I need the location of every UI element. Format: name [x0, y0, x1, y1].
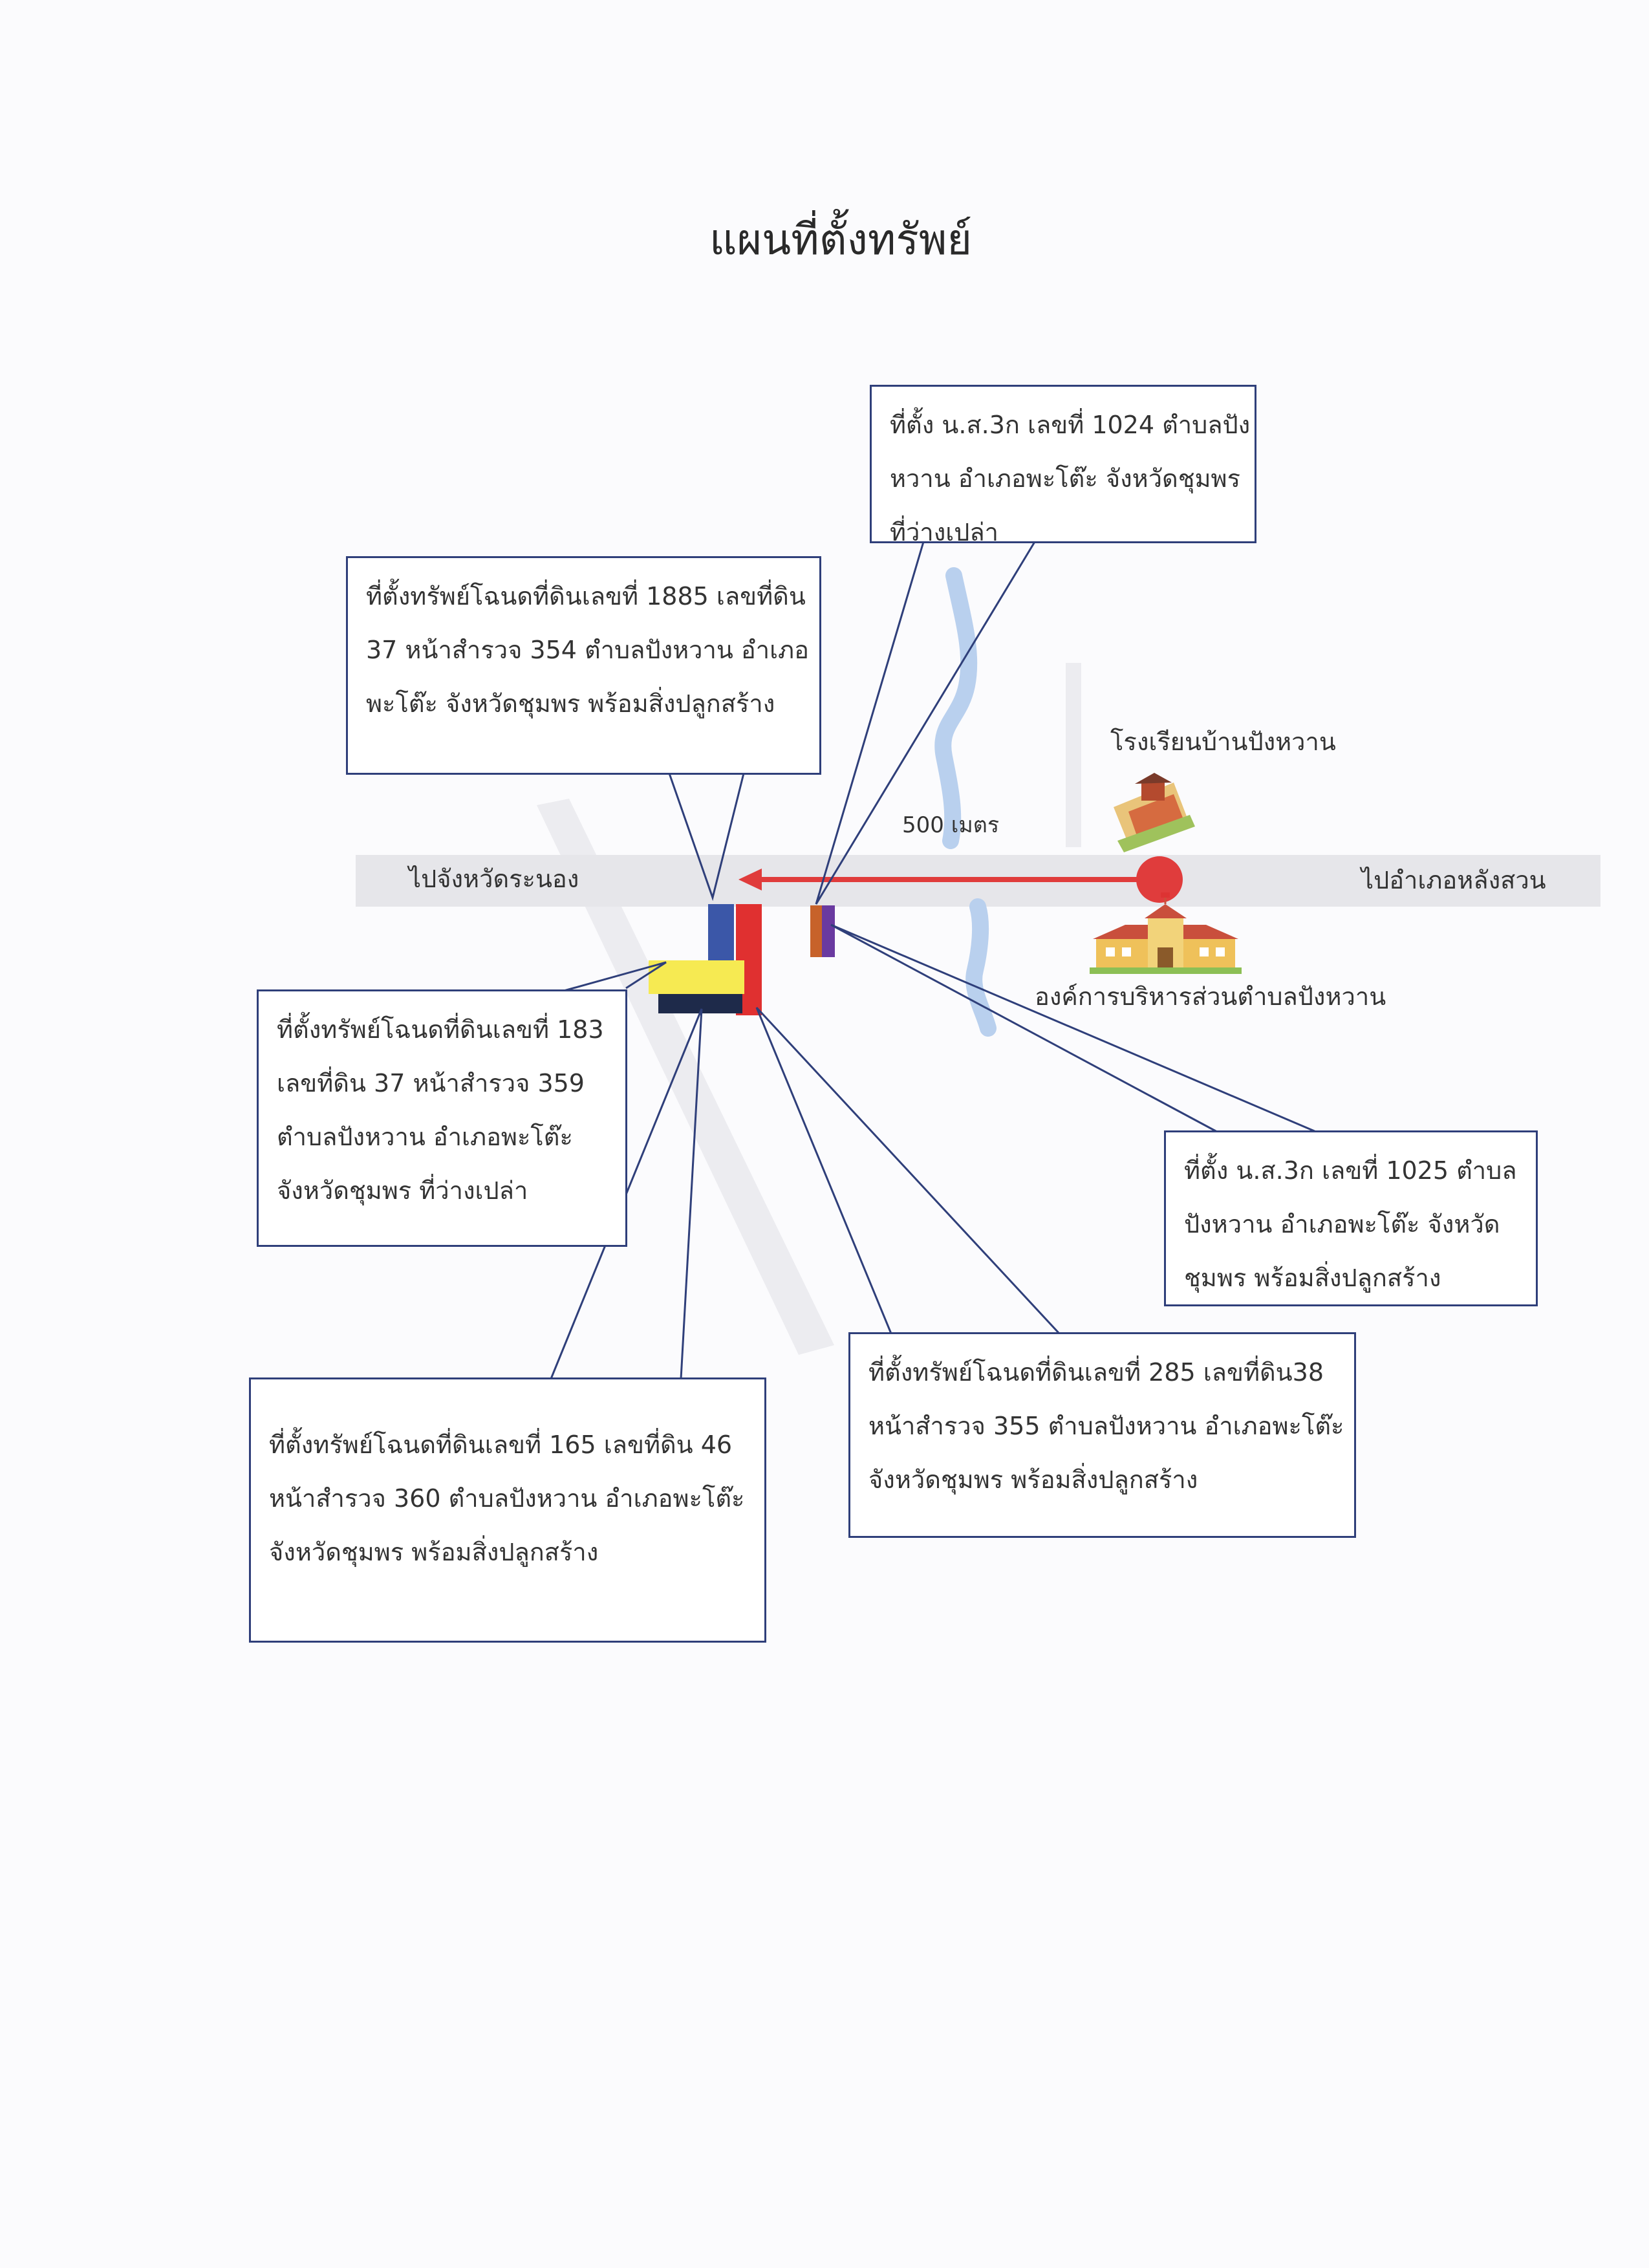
- river: [934, 567, 997, 1037]
- callout-line: พะโต๊ะ จังหวัดชุมพร พร้อมสิ่งปลูกสร้าง: [366, 689, 775, 718]
- callout-deed-165: ที่ตั้งทรัพย์โฉนดที่ดินเลขที่ 165 เลขที่…: [249, 1377, 766, 1643]
- parcel-deed-1885: [708, 904, 734, 961]
- callout-line: ที่ตั้งทรัพย์โฉนดที่ดินเลขที่ 183: [277, 1015, 604, 1044]
- callout-line: เลขที่ดิน 37 หน้าสำรวจ 359: [277, 1069, 585, 1097]
- callout-ns3k-1024: ที่ตั้ง น.ส.3ก เลขที่ 1024 ตำบลปัง หวาน …: [870, 385, 1256, 546]
- pointer-deed-1885: [668, 773, 745, 902]
- callout-line: ปังหวาน อำเภอพะโต๊ะ จังหวัด: [1184, 1210, 1500, 1238]
- pointer-deed-165: [550, 1008, 703, 1379]
- callout-deed-1885: ที่ตั้งทรัพย์โฉนดที่ดินเลขที่ 1885 เลขที…: [346, 556, 821, 775]
- callout-line: ที่ตั้งทรัพย์โฉนดที่ดินเลขที่ 285 เลขที่…: [868, 1358, 1324, 1387]
- callout-deed-285: ที่ตั้งทรัพย์โฉนดที่ดินเลขที่ 285 เลขที่…: [848, 1332, 1356, 1538]
- callout-line: ที่ตั้ง น.ส.3ก เลขที่ 1024 ตำบลปัง: [890, 411, 1251, 439]
- pointer-ns3k-1025: [830, 923, 1317, 1133]
- callout-line: ที่ตั้ง น.ส.3ก เลขที่ 1025 ตำบล: [1184, 1156, 1517, 1185]
- label-to-ranong: ไปจังหวัดระนอง: [409, 865, 579, 893]
- callout-ns3k-1025: ที่ตั้ง น.ส.3ก เลขที่ 1025 ตำบล ปังหวาน …: [1164, 1130, 1538, 1306]
- pointer-ns3k-1024: [815, 541, 1036, 905]
- callout-line: 37 หน้าสำรวจ 354 ตำบลปังหวาน อำเภอ: [366, 636, 809, 664]
- callout-line: จังหวัดชุมพร พร้อมสิ่งปลูกสร้าง: [269, 1538, 599, 1566]
- parcel-ns3k-1025: [822, 905, 835, 957]
- callout-line: จังหวัดชุมพร พร้อมสิ่งปลูกสร้าง: [868, 1465, 1198, 1494]
- pointer-deed-183: [563, 961, 667, 992]
- school-access-road: [1066, 663, 1081, 847]
- callout-line: จังหวัดชุมพร ที่ว่างเปล่า: [277, 1176, 528, 1205]
- callout-deed-183: ที่ตั้งทรัพย์โฉนดที่ดินเลขที่ 183 เลขที่…: [257, 989, 627, 1247]
- label-tao: องค์การบริหารส่วนตำบลปังหวาน: [1035, 982, 1386, 1011]
- label-school: โรงเรียนบ้านปังหวาน: [1110, 728, 1336, 756]
- origin-point: [1136, 856, 1183, 903]
- distance-arrow-head: [738, 869, 762, 891]
- callout-line: ที่ตั้งทรัพย์โฉนดที่ดินเลขที่ 165 เลขที่…: [269, 1431, 733, 1459]
- school-building-icon: [1114, 773, 1195, 852]
- parcel-deed-183: [649, 960, 744, 994]
- callout-line: หน้าสำรวจ 355 ตำบลปังหวาน อำเภอพะโต๊ะ: [868, 1412, 1344, 1440]
- callout-line: ตำบลปังหวาน อำเภอพะโต๊ะ: [277, 1123, 573, 1151]
- map-title: แผนที่ตั้งทรัพย์: [709, 215, 973, 265]
- callout-line: ที่ว่างเปล่า: [890, 518, 999, 546]
- callout-line: ชุมพร พร้อมสิ่งปลูกสร้าง: [1184, 1264, 1441, 1292]
- label-distance: 500 เมตร: [902, 812, 1000, 838]
- callout-line: หน้าสำรวจ 360 ตำบลปังหวาน อำเภอพะโต๊ะ: [269, 1484, 745, 1513]
- label-to-lang-suan: ไปอำเภอหลังสวน: [1361, 866, 1546, 894]
- parcel-ns3k-1024: [810, 905, 822, 957]
- diagonal-road: [537, 799, 834, 1355]
- pointer-deed-285: [755, 1006, 1061, 1335]
- callout-line: หวาน อำเภอพะโต๊ะ จังหวัดชุมพร: [890, 464, 1241, 493]
- tao-building-icon: [1090, 892, 1242, 974]
- callout-line: ที่ตั้งทรัพย์โฉนดที่ดินเลขที่ 1885 เลขที…: [366, 582, 806, 610]
- callout-pointers: [550, 541, 1317, 1379]
